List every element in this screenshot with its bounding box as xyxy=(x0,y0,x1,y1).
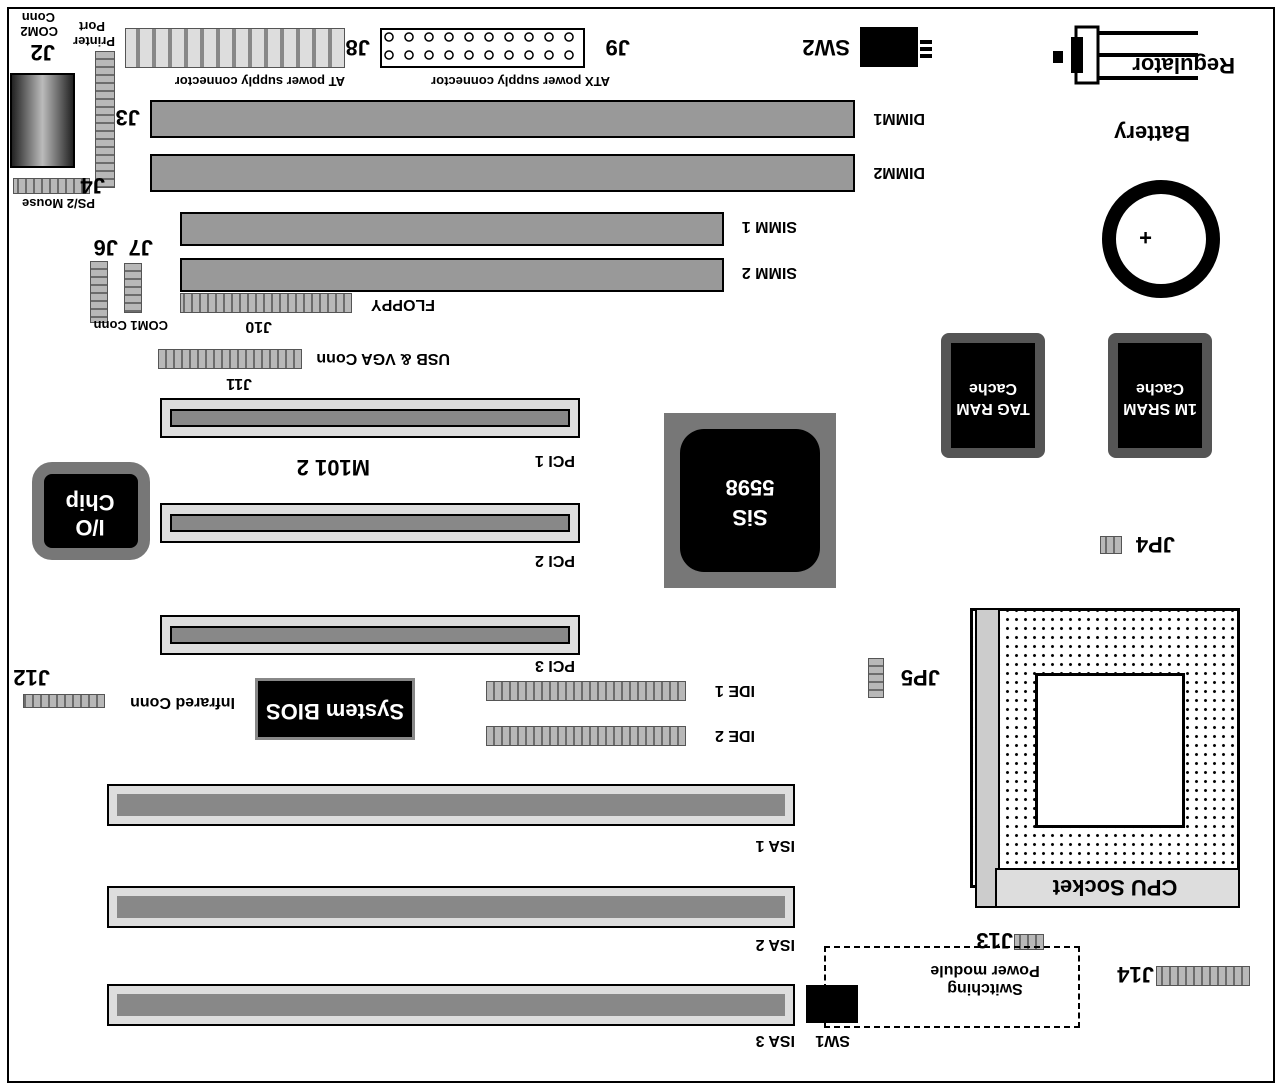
usb-vga-header xyxy=(158,349,302,369)
j3-header xyxy=(95,51,115,188)
sram-cache-label-2: Cache xyxy=(1135,380,1185,397)
com1-conn-label: COM1 Conn xyxy=(93,318,168,333)
dimm2-slot xyxy=(150,154,855,192)
ide2-header xyxy=(486,726,686,746)
battery-cell xyxy=(1102,180,1220,298)
printer-port-label-2: Port xyxy=(79,19,105,34)
simm2-label: SIMM 2 xyxy=(741,264,797,281)
j11-label: J11 xyxy=(226,375,252,392)
isa1-slot-inner xyxy=(117,794,785,816)
ide2-label: IDE 2 xyxy=(714,727,755,744)
j14-label: J14 xyxy=(1117,962,1154,987)
tag-ram-label: TAG RAM xyxy=(956,400,1030,417)
isa3-label: ISA 3 xyxy=(755,1032,795,1049)
regulator-label: Regulator xyxy=(1132,53,1235,78)
cpu-socket-lever xyxy=(975,608,1000,908)
j12-label: J12 xyxy=(13,665,50,690)
dimm1-slot xyxy=(150,100,855,138)
usb-vga-label: USB & VGA Conn xyxy=(316,350,450,367)
sis-5598-chipset-core xyxy=(680,429,820,572)
j3-label: J3 xyxy=(115,105,140,130)
j9-connector xyxy=(380,28,585,68)
isa3-slot-inner xyxy=(117,994,785,1016)
simm1-label: SIMM 1 xyxy=(741,218,797,235)
sw2-switch xyxy=(860,27,918,67)
pci1-label: PCI 1 xyxy=(534,452,575,469)
sw1-label: SW1 xyxy=(815,1032,850,1049)
infrared-header xyxy=(23,694,105,708)
simm2-slot xyxy=(180,258,724,292)
j6-label: J6 xyxy=(93,235,118,260)
j10-label: J10 xyxy=(245,318,272,335)
jp5-label: JP5 xyxy=(900,665,940,690)
j9-description: ATX power supply connector xyxy=(431,74,610,89)
sw1-switch xyxy=(806,985,858,1023)
ps2-mouse-label: PS/2 Mouse xyxy=(22,196,95,211)
j14-header xyxy=(1156,966,1250,986)
cpu-socket-center xyxy=(1035,673,1185,828)
switching-label-2: Power module xyxy=(930,962,1040,979)
dimm1-label: DIMM1 xyxy=(873,110,925,127)
jp5-jumper xyxy=(868,658,884,698)
switching-label: Switching xyxy=(947,980,1023,997)
pci1-slot-inner xyxy=(170,409,570,427)
isa2-slot-inner xyxy=(117,896,785,918)
printer-port-connector xyxy=(10,73,75,168)
dimm2-label: DIMM2 xyxy=(873,164,925,181)
sw2-label: SW2 xyxy=(802,35,850,60)
com2-conn-label: Conn xyxy=(21,10,55,25)
j7-header xyxy=(124,263,142,313)
sis-model-label: 5598 xyxy=(725,475,775,500)
io-chip-label-2: Chip xyxy=(65,490,115,515)
floppy-header xyxy=(180,293,352,313)
model-label: M101 2 xyxy=(296,455,370,480)
io-chip-label: I/O xyxy=(75,515,105,540)
j4-label: J4 xyxy=(80,173,105,198)
j6-header xyxy=(90,261,108,323)
isa1-label: ISA 1 xyxy=(755,837,795,854)
floppy-label: FLOPPY xyxy=(370,296,435,313)
j8-connector xyxy=(125,28,345,68)
isa2-label: ISA 2 xyxy=(755,936,795,953)
pci2-slot-inner xyxy=(170,514,570,532)
printer-port-label: Printer xyxy=(73,34,115,49)
j4-header xyxy=(13,178,90,194)
sis-label: SiS xyxy=(732,505,768,530)
com2-label: COM2 xyxy=(20,24,58,39)
system-bios-label: System BIOS xyxy=(265,699,405,724)
j9-label: J9 xyxy=(605,35,630,60)
pci2-label: PCI 2 xyxy=(534,552,575,569)
infrared-label: Infrared Conn xyxy=(130,694,235,711)
cpu-socket-label: CPU Socket xyxy=(1052,875,1178,900)
simm1-slot xyxy=(180,212,724,246)
ide1-header xyxy=(486,681,686,701)
jp4-jumper xyxy=(1100,536,1122,554)
ide1-label: IDE 1 xyxy=(714,682,755,699)
battery-label: Battery xyxy=(1114,121,1190,146)
j7-label: J7 xyxy=(128,235,153,260)
sram-cache-label: 1M SRAM xyxy=(1123,400,1197,417)
j8-description: AT power supply connector xyxy=(174,74,345,89)
pci3-label: PCI 3 xyxy=(534,657,575,674)
regulator-icon xyxy=(1053,25,1198,85)
j8-label: J8 xyxy=(345,35,370,60)
tag-ram-label-2: Cache xyxy=(968,380,1018,397)
sw2-switch-pins xyxy=(920,40,932,58)
battery-plus: + xyxy=(1139,225,1152,250)
jp4-label: JP4 xyxy=(1135,532,1175,557)
pci3-slot-inner xyxy=(170,626,570,644)
j2-label: J2 xyxy=(30,40,55,65)
